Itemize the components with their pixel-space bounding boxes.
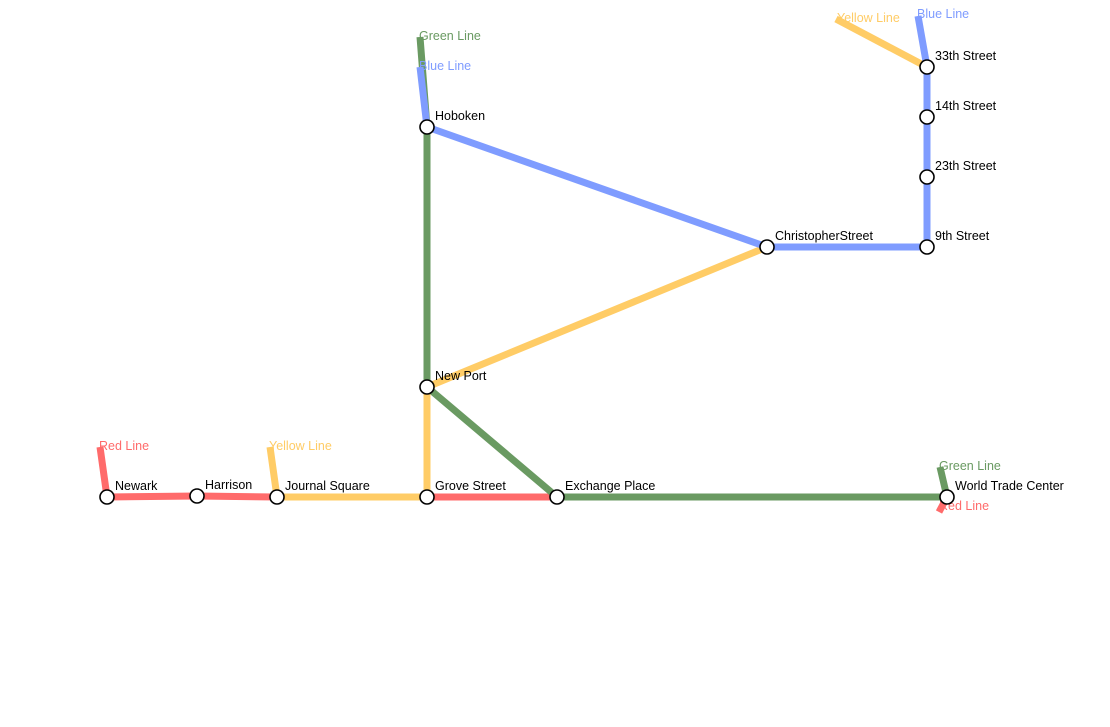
station-label: World Trade Center: [955, 479, 1064, 493]
station-grove-street[interactable]: Grove Street: [419, 479, 506, 505]
station-label: Hoboken: [435, 109, 485, 123]
station-marker[interactable]: [419, 379, 435, 395]
station-christopher-street[interactable]: ChristopherStreet: [759, 229, 873, 255]
station-marker[interactable]: [419, 119, 435, 135]
station-label: 14th Street: [935, 99, 997, 113]
blue-line-label-north-east: Blue Line: [917, 7, 969, 21]
station-marker[interactable]: [269, 489, 285, 505]
station-label: Grove Street: [435, 479, 506, 493]
blue-line-label-north: Blue Line: [419, 59, 471, 73]
station-label: 33th Street: [935, 49, 997, 63]
station-new-port[interactable]: New Port: [419, 369, 487, 395]
station-marker[interactable]: [549, 489, 565, 505]
green-line-path: [416, 36, 951, 501]
station-23th-street[interactable]: 23th Street: [919, 159, 997, 185]
green-line-label-east: Green Line: [939, 459, 1001, 473]
blue-line-path: [416, 15, 931, 251]
station-marker[interactable]: [919, 109, 935, 125]
station-newark[interactable]: Newark: [99, 479, 158, 505]
station-33th-street[interactable]: 33th Street: [919, 49, 997, 75]
station-exchange-place[interactable]: Exchange Place: [549, 479, 655, 505]
station-label: 23th Street: [935, 159, 997, 173]
station-marker[interactable]: [419, 489, 435, 505]
station-marker[interactable]: [759, 239, 775, 255]
station-marker[interactable]: [939, 489, 955, 505]
red-line-path: [96, 446, 278, 501]
yellow-line-label-west: Yellow Line: [269, 439, 332, 453]
station-marker[interactable]: [919, 239, 935, 255]
station-label: Harrison: [205, 478, 252, 492]
station-harrison[interactable]: Harrison: [189, 478, 252, 504]
station-marker[interactable]: [189, 488, 205, 504]
red-line-label-west: Red Line: [99, 439, 149, 453]
station-marker[interactable]: [919, 59, 935, 75]
station-marker[interactable]: [99, 489, 115, 505]
green-line-label-north: Green Line: [419, 29, 481, 43]
station-label: Newark: [115, 479, 158, 493]
station-9th-street[interactable]: 9th Street: [919, 229, 990, 255]
station-world-trade-center[interactable]: World Trade Center: [939, 479, 1064, 505]
yellow-line-label-north: Yellow Line: [837, 11, 900, 25]
station-label: Journal Square: [285, 479, 370, 493]
station-label: 9th Street: [935, 229, 990, 243]
station-label: ChristopherStreet: [775, 229, 873, 243]
station-hoboken[interactable]: Hoboken: [419, 109, 485, 135]
station-journal-square[interactable]: Journal Square: [269, 479, 370, 505]
yellow-line-path: [266, 243, 769, 501]
yellow-line-terminal-stub: [834, 15, 929, 71]
station-label: Exchange Place: [565, 479, 655, 493]
station-14th-street[interactable]: 14th Street: [919, 99, 997, 125]
station-label: New Port: [435, 369, 487, 383]
station-marker[interactable]: [919, 169, 935, 185]
